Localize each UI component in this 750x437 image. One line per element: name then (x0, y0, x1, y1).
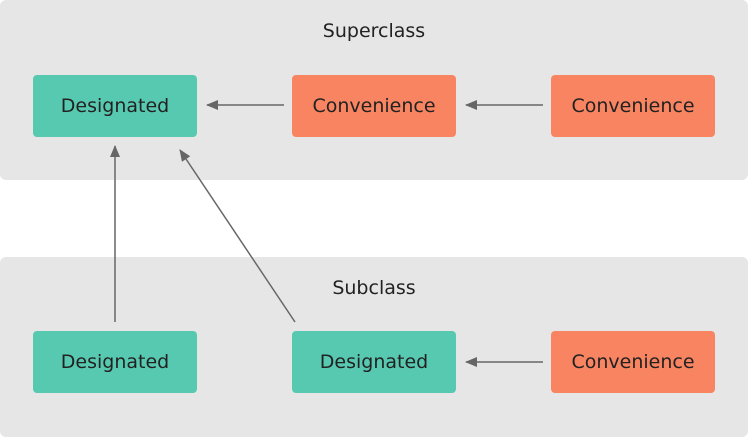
subclass-designated-initializer-1: Designated (33, 331, 197, 393)
superclass-convenience-initializer-1: Convenience (292, 75, 456, 137)
superclass-title: Superclass (322, 20, 426, 42)
superclass-designated-initializer: Designated (33, 75, 197, 137)
superclass-convenience-initializer-2: Convenience (551, 75, 715, 137)
subclass-convenience-initializer: Convenience (551, 331, 715, 393)
arrow-sub-designated2-to-super-designated (179, 149, 296, 323)
subclass-designated-initializer-2: Designated (292, 331, 456, 393)
subclass-title: Subclass (332, 277, 416, 299)
